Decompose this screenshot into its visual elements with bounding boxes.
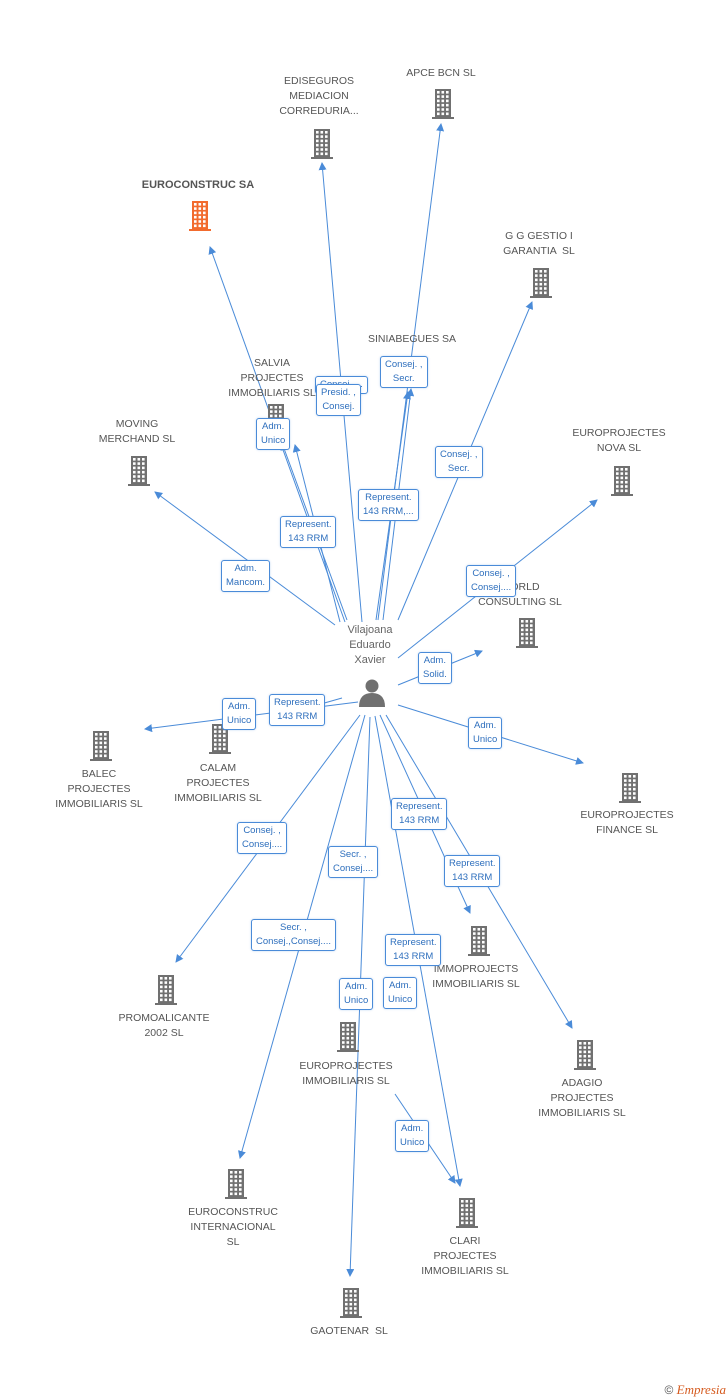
brand-logo[interactable]: Empresia (676, 1382, 726, 1397)
person-icon (359, 679, 385, 707)
building-icon (183, 198, 217, 232)
company-label: CLARI PROJECTES IMMOBILIARIS SL (421, 1235, 509, 1277)
role-badge[interactable]: Adm. Unico (222, 698, 257, 730)
company-label: GAOTENAR SL (310, 1325, 388, 1337)
role-badge[interactable]: Adm. Solid. (418, 652, 452, 684)
building-icon (122, 453, 156, 487)
role-badge[interactable]: Presid. , Consej. (316, 384, 361, 416)
role-badge[interactable]: Consej. , Consej.... (466, 565, 517, 597)
company-label: EUROCONSTRUC INTERNACIONAL SL (188, 1206, 278, 1248)
company-label: APCE BCN SL (406, 67, 476, 79)
role-badge[interactable]: Secr. , Consej.... (328, 846, 379, 878)
role-badge[interactable]: Adm. Unico (339, 978, 374, 1010)
building-icon (426, 86, 460, 120)
role-badge[interactable]: Consej. , Secr. (380, 356, 428, 388)
role-badge[interactable]: Represent. 143 RRM (385, 934, 442, 966)
company-label: ADAGIO PROJECTES IMMOBILIARIS SL (538, 1077, 626, 1119)
building-icon (613, 770, 647, 804)
building-icon (203, 721, 237, 755)
copyright-symbol: © (664, 1383, 674, 1397)
building-icon (524, 265, 558, 299)
building-icon (219, 1166, 253, 1200)
role-badge[interactable]: Adm. Unico (395, 1120, 430, 1152)
role-badge[interactable]: Represent. 143 RRM,... (358, 489, 419, 521)
building-icon (450, 1195, 484, 1229)
role-badge[interactable]: Represent. 143 RRM (280, 516, 337, 548)
role-badge[interactable]: Represent. 143 RRM (391, 798, 448, 830)
company-label: BALEC PROJECTES IMMOBILIARIS SL (55, 768, 143, 810)
building-icon (510, 615, 544, 649)
role-badge[interactable]: Adm. Unico (256, 418, 291, 450)
role-badge[interactable]: Adm. Unico (383, 977, 418, 1009)
building-icon (305, 126, 339, 160)
building-icon (462, 923, 496, 957)
building-icon (149, 972, 183, 1006)
building-icon (334, 1285, 368, 1319)
role-badge[interactable]: Consej. , Consej.... (237, 822, 288, 854)
role-badge[interactable]: Adm. Mancom. (221, 560, 271, 592)
edge-8 (154, 491, 336, 626)
center-person-name: Vilajoana Eduardo Xavier (347, 624, 393, 666)
building-icon (331, 1019, 365, 1053)
role-badge[interactable]: Represent. 143 RRM (269, 694, 326, 726)
company-label: EUROCONSTRUC SA (141, 179, 255, 191)
company-label: SINIABEGUES SA (367, 333, 457, 345)
role-badge[interactable]: Adm. Unico (468, 717, 503, 749)
building-icon (84, 728, 118, 762)
company-label: CALAM PROJECTES IMMOBILIARIS SL (174, 762, 262, 804)
company-label: EUROPROJECTES FINANCE SL (580, 809, 674, 836)
company-label: SALVIA PROJECTES IMMOBILIARIS SL (228, 357, 316, 399)
building-icon (605, 463, 639, 497)
company-label: IMMOPROJECTS IMMOBILIARIS SL (432, 963, 520, 990)
company-label: G G GESTIO I GARANTIA SL (503, 230, 575, 257)
company-label: EUROPROJECTES NOVA SL (572, 427, 666, 454)
role-badge[interactable]: Consej. , Secr. (435, 446, 483, 478)
building-icon (568, 1037, 602, 1071)
footer: © Empresia (664, 1382, 726, 1398)
company-label: MOVING MERCHAND SL (98, 418, 176, 445)
company-label: EDISEGUROS MEDIACION CORREDURIA... (279, 75, 359, 117)
company-label: EUROPROJECTES IMMOBILIARIS SL (299, 1060, 393, 1087)
company-label: PROMOALICANTE 2002 SL (118, 1012, 210, 1039)
role-badge[interactable]: Secr. , Consej.,Consej.... (251, 919, 336, 951)
role-badge[interactable]: Represent. 143 RRM (444, 855, 501, 887)
